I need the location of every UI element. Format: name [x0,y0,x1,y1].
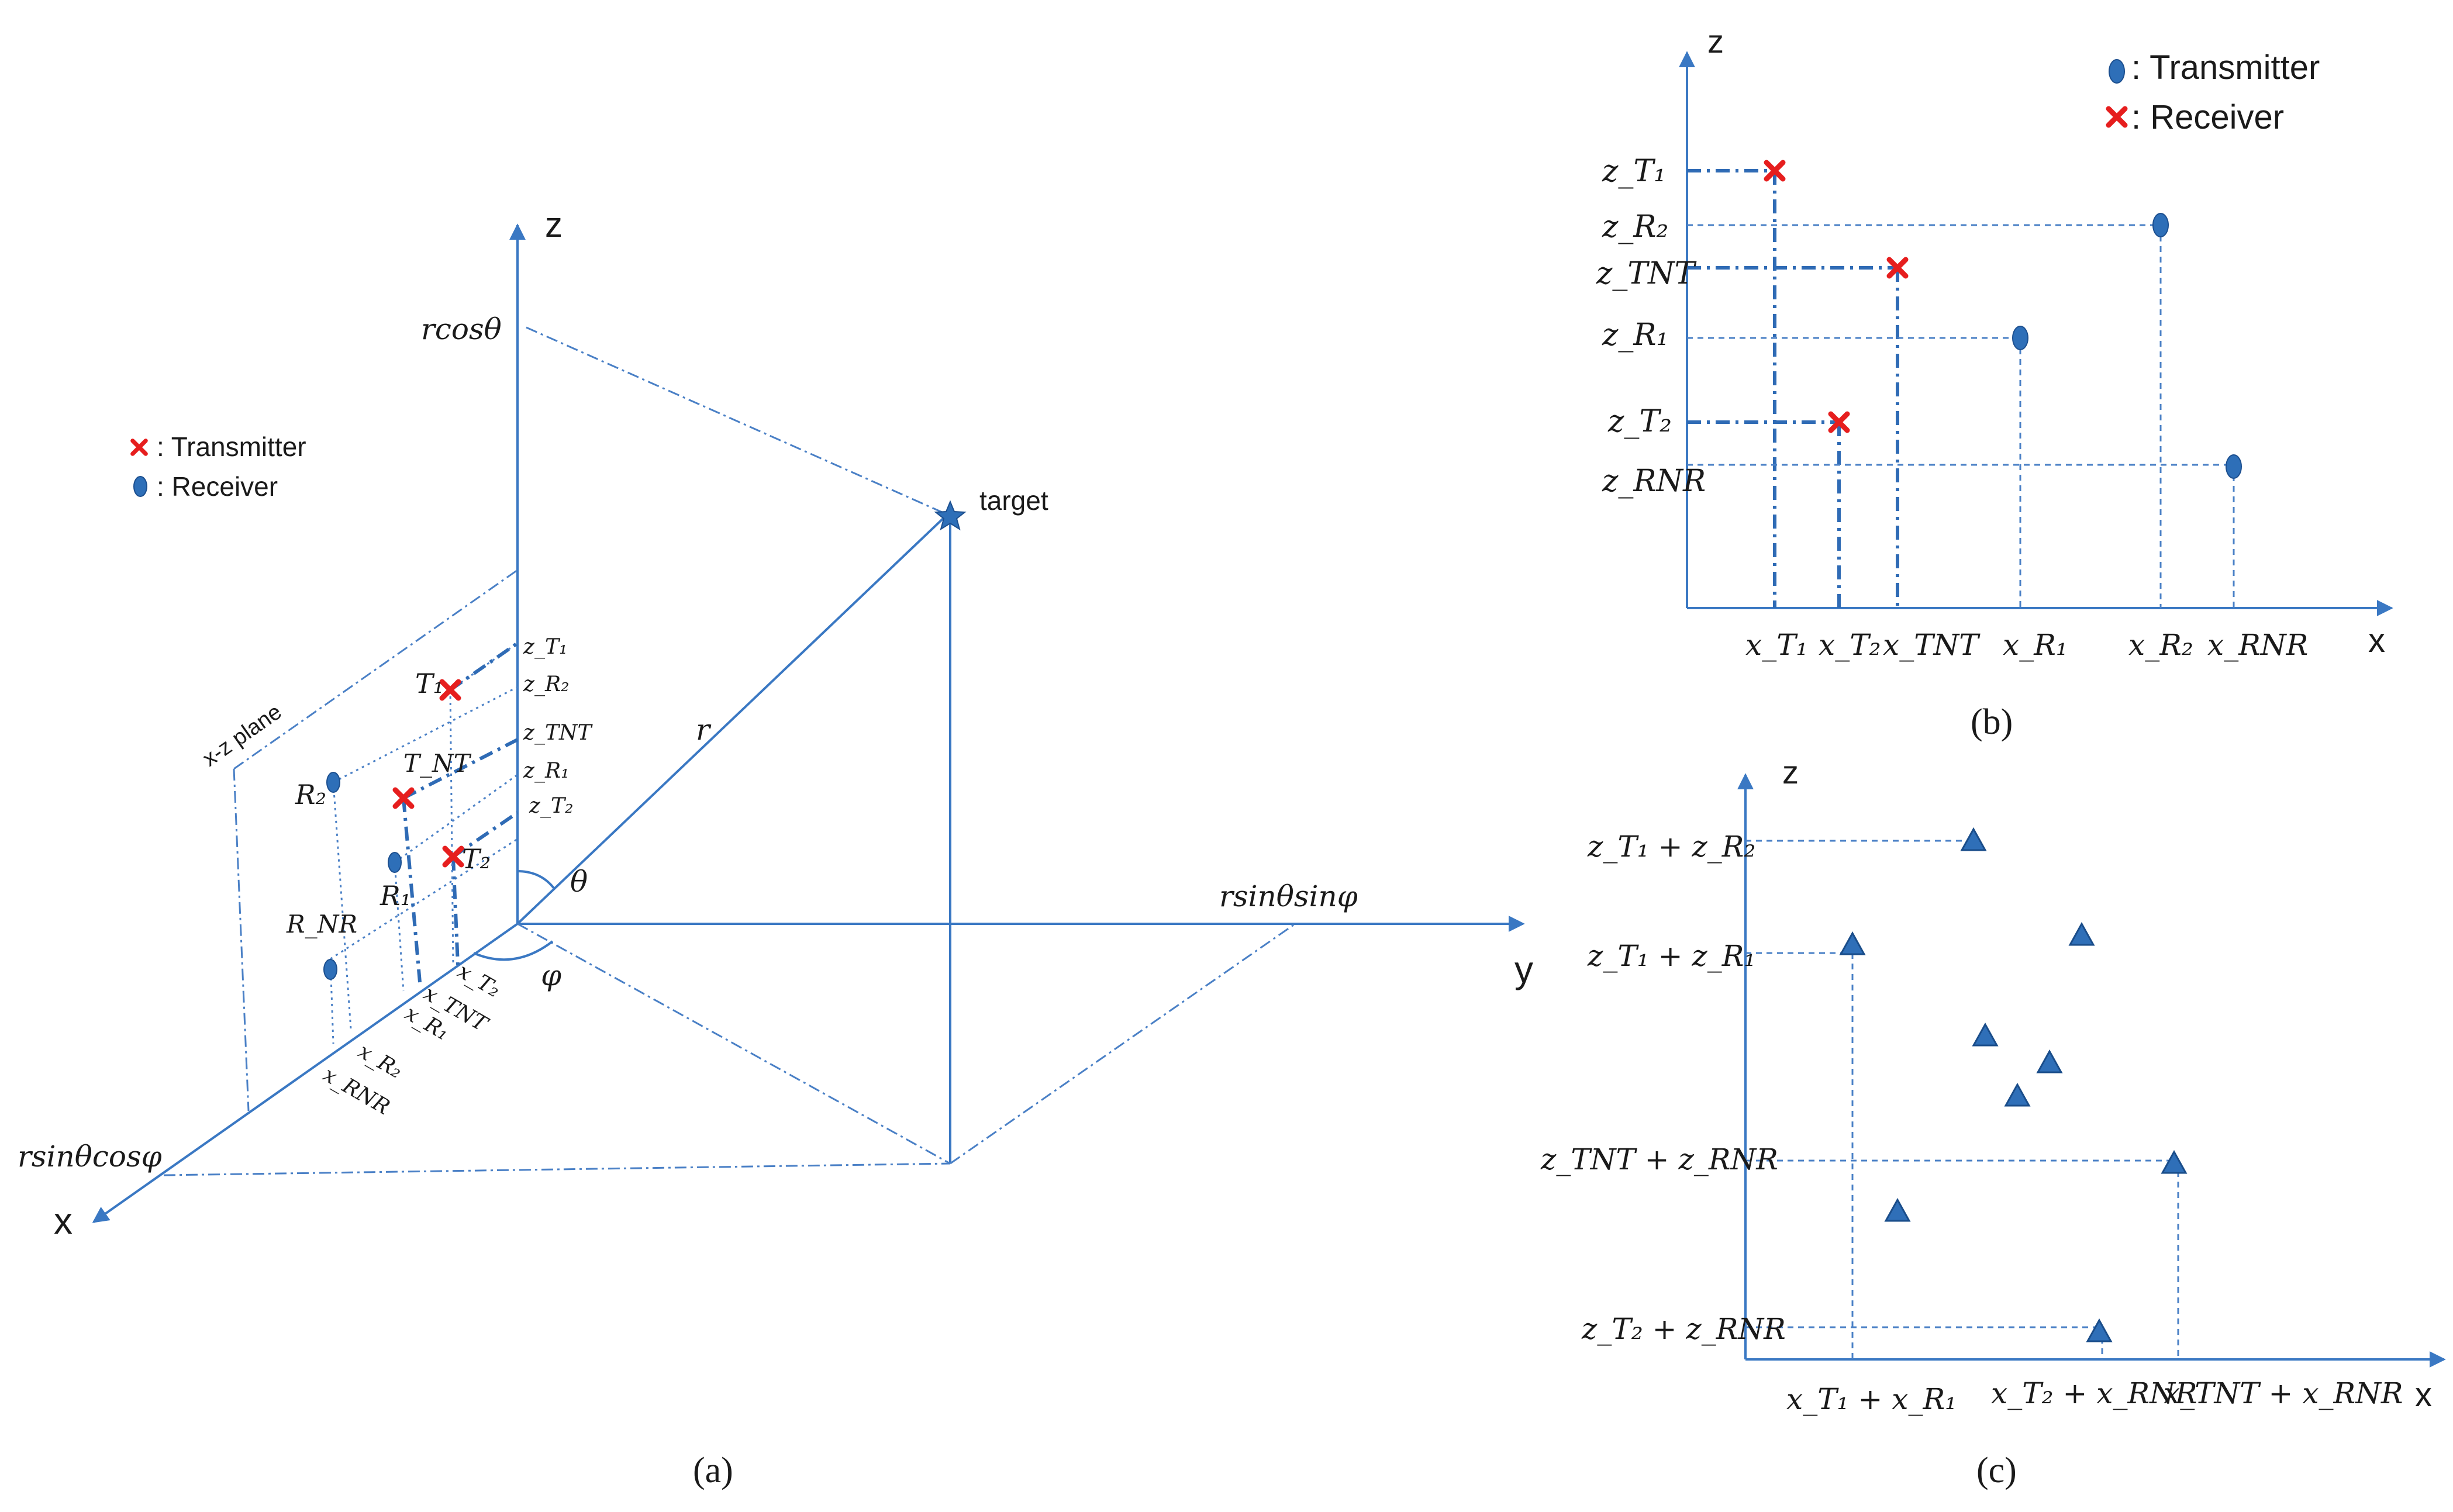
theta-arc [517,870,556,890]
a-receiver-RNR-icon [323,959,337,980]
c-zlabel-2: z_TNT + z_RNR [1540,1142,1778,1176]
a-rsincos-label: rsinθcosφ [18,1140,162,1173]
a-legend-receiver: : Receiver [157,471,278,502]
b-xlabel-1: x_T₂ [1819,628,1881,662]
a-axis-z-label: z [545,205,563,244]
c-point-4 [1972,1022,1999,1047]
b-zlabel-0: z_T₁ [1602,154,1666,189]
c-point-5 [2036,1049,2063,1073]
panel-a: : Transmitter : Receiver z y x rcosθ tar… [18,205,1533,1490]
phi-arc [473,940,554,961]
a-ground-line-3 [163,1162,951,1176]
a-receiver-R2-icon [326,772,340,793]
a-label-R1: R₁ [379,880,411,912]
a-zT1-bold [449,641,519,692]
b-receiver-R2-icon [2152,213,2169,237]
c-xlabel-2: x_TNT + x_RNR [2164,1376,2403,1410]
a-zT2-bold [452,811,519,858]
a-legend-transmitter: : Transmitter [157,431,306,462]
b-legend-transmitter: : Transmitter [2131,49,2320,87]
c-point-6 [2004,1082,2031,1107]
a-label-R2: R₂ [295,779,326,810]
a-r-label: r [696,713,712,747]
c-axis-x-label: x [2415,1376,2432,1414]
a-label-RNR: R_NR [286,910,357,938]
a-label-xR2: x_R₂ [354,1039,407,1083]
a-xR2-line [332,782,352,1030]
a-label-zTNT: z_TNT [523,721,593,745]
a-r-line [516,513,948,925]
b-zlabel-5: z_RNR [1602,464,1706,499]
c-xlabel-1: x_T₂ + x_RNR [1991,1376,2197,1410]
c-xlabel-0: x_T₁ + x_R₁ [1786,1382,1957,1416]
a-label-zT2: z_T₂ [529,794,573,818]
b-receiver-R1-icon [2012,326,2028,350]
a-phi-label: φ [541,958,561,992]
a-plane-label: x-z plane [198,700,286,772]
a-axis-y-label: y [1514,948,1533,990]
a-rcos-label: rcosθ [421,312,502,346]
a-zTNT-bold [402,738,519,800]
a-plane-left [233,768,250,1111]
a-target-label: target [979,485,1048,516]
b-zlabel-4: z_T₂ [1607,404,1672,439]
a-zRNR-line [330,838,518,960]
b-xlabel-5: x_RNR [2207,628,2308,662]
a-label-xT2: x_T₂ [454,959,505,1002]
b-caption: (b) [1971,702,2013,742]
panel-c: z x z_T₁ + z_R₂ z_T₁ + z_R₁ z_TNT + z_RN… [1540,754,2446,1490]
b-xlabel-3: x_R₁ [2003,628,2068,662]
a-legend-transmitter-icon [133,441,146,454]
c-point-3 [2068,921,2095,946]
a-transmitter-T1-icon [442,682,458,698]
b-zlabel-1: z_R₂ [1602,209,1668,244]
b-xlabel-0: x_T₁ [1745,628,1808,662]
c-point-9 [2086,1318,2113,1342]
a-axis-x-label: x [54,1200,73,1242]
c-point-1 [1960,827,1987,851]
a-plane-top [233,569,518,770]
a-rsinsin-label: rsinθsinφ [1219,879,1358,913]
a-xT1-line [449,689,454,965]
a-label-zR2: z_R₂ [523,672,570,696]
a-label-T2: T₂ [462,843,491,875]
a-xR1-line [394,862,405,992]
a-zR2-line [333,686,518,783]
c-zlabel-0: z_T₁ + z_R₂ [1587,830,1755,864]
panel-b: : Transmitter : Receiver z x z_T₁ z_R₂ z… [1596,23,2393,742]
b-zlabel-2: z_TNT [1596,256,1697,291]
c-zlabel-3: z_T₂ + z_RNR [1581,1312,1786,1346]
a-xTNT-bold [402,798,422,983]
c-point-7 [2161,1149,2188,1174]
b-legend-receiver: : Receiver [2131,98,2284,136]
c-point-2 [1839,931,1866,955]
c-caption: (c) [1976,1451,2017,1490]
a-label-zR1: z_R₁ [523,759,570,783]
target-star-icon [934,500,967,531]
b-zlabel-3: z_R₁ [1602,317,1668,353]
c-zlabel-1: z_T₁ + z_R₁ [1587,939,1755,973]
a-label-T1: T₁ [415,668,444,699]
c-axis-z-label: z [1782,754,1799,790]
a-theta-label: θ [570,865,588,899]
c-point-8 [1884,1197,1911,1222]
a-ground-line-2 [950,923,1296,1165]
b-axis-z-label: z [1707,23,1724,60]
a-legend-receiver-icon [133,476,147,497]
a-rcos-line [526,326,948,516]
a-label-zT1: z_T₁ [523,635,567,659]
a-ground-line-1 [517,923,951,1165]
b-axis-x-label: x [2368,622,2385,660]
a-receiver-R1-icon [388,852,402,873]
a-x-axis [92,923,519,1223]
b-xlabel-4: x_R₂ [2128,628,2193,662]
a-caption: (a) [693,1451,733,1490]
b-legend-x-icon [2109,109,2125,125]
a-xT2-bold [451,856,460,965]
b-xlabel-2: x_TNT [1883,628,1981,662]
b-receiver-RNR-icon [2226,454,2242,479]
a-label-TNT: T_NT [403,749,472,778]
b-legend-receiver-icon [2109,59,2125,84]
